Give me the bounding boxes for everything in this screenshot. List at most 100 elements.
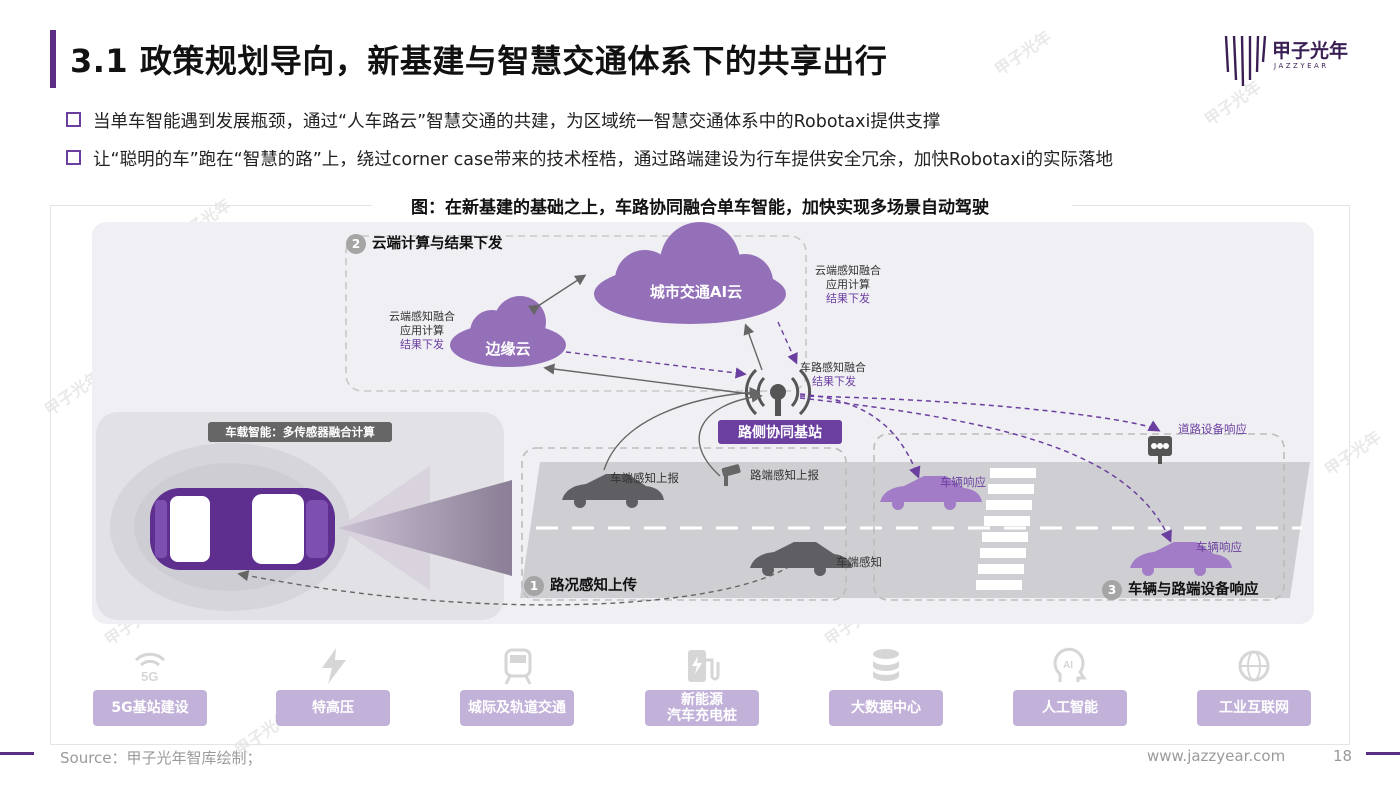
vehicle-response-arrow-2 (799, 397, 1172, 543)
bullet-square-icon (66, 150, 81, 165)
category-data-center: 大数据中心 (829, 690, 943, 726)
logo-text: 甲子光年 (1272, 40, 1349, 62)
city-cloud-note: 云端感知融合 应用计算 结果下发 (810, 264, 886, 306)
category-label: 大数据中心 (851, 700, 921, 716)
category-label: 5G基站建设 (111, 700, 189, 716)
edge-cloud-label: 边缘云 (485, 340, 531, 358)
figure-title: 图：在新基建的基础之上，车路协同融合单车智能，加快实现多场景自动驾驶 (411, 198, 989, 218)
sensor-cone-long (338, 480, 512, 576)
car-gray-1-icon (562, 474, 664, 508)
step-label: 路况感知上传 (550, 578, 637, 594)
vehicle-box-tag: 车载智能：多传感器融合计算 (208, 422, 392, 442)
footer-accent-right (1366, 752, 1400, 755)
note-line: 云端感知融合 (815, 264, 881, 277)
note-line: 结果下发 (826, 292, 870, 305)
note-line: 应用计算 (826, 278, 870, 291)
car-purple-2-icon (1130, 542, 1232, 576)
step-3-heading: 3 车辆与路端设备响应 (1102, 578, 1259, 600)
vehicle-response-label-2: 车辆响应 (1196, 540, 1242, 554)
category-iiot: 工业互联网 (1197, 690, 1311, 726)
note-line: 云端感知融合 (389, 310, 455, 323)
category-ai: 人工智能 (1013, 690, 1127, 726)
bullet-item: 让“聪明的车”跑在“智慧的路”上，绕过corner case带来的技术桎梏，通过… (66, 146, 1113, 171)
note-line: 车路感知融合 (800, 361, 866, 374)
car-report-arrow (603, 386, 761, 471)
edge-cloud-note: 云端感知融合 应用计算 结果下发 (384, 310, 460, 352)
step-1-heading: 1 路况感知上传 (524, 574, 637, 596)
edge-to-base-arrow (565, 351, 747, 379)
category-label: 特高压 (312, 700, 354, 716)
roadside-camera-icon (721, 464, 741, 486)
train-icon (504, 648, 532, 685)
car-sense-label: 车端感知 (836, 555, 882, 569)
vehicle-response-label-1: 车辆响应 (940, 475, 986, 489)
city-cloud-label-wrap: 城市交通AI云 (636, 281, 756, 302)
car-gray-2-icon (750, 542, 852, 576)
step-number: 3 (1102, 580, 1122, 600)
road-report-label: 路端感知上报 (750, 468, 819, 482)
category-5g: 5G基站建设 (93, 690, 207, 726)
bullet-square-icon (66, 112, 81, 127)
return-to-car-arrow (237, 565, 791, 606)
title-accent-bar (50, 30, 56, 88)
website-link[interactable]: www.jazzyear.com (1147, 747, 1286, 765)
category-rail: 城际及轨道交通 (460, 690, 574, 726)
vehicle-box-label: 车载智能：多传感器融合计算 (225, 425, 375, 439)
cloud-link-arrow (527, 274, 587, 316)
logo-subtext: JAZZYEAR (1274, 62, 1329, 70)
category-uhv: 特高压 (276, 690, 390, 726)
category-label: 工业互联网 (1219, 700, 1289, 716)
base-station-tag: 路侧协同基站 (718, 420, 842, 444)
step-label: 车辆与路端设备响应 (1128, 582, 1259, 598)
crosswalk (976, 468, 1036, 590)
source-note: Source：甲子光年智库绘制； (60, 749, 262, 767)
ego-car-icon (150, 488, 335, 570)
lightning-icon (322, 648, 346, 684)
car-purple-1-icon (880, 476, 982, 510)
footer-accent-left (0, 752, 34, 755)
note-line: 结果下发 (400, 338, 444, 351)
category-ev-charging: 新能源 汽车充电桩 (645, 690, 759, 726)
base-to-cloud-arrow (743, 323, 763, 371)
note-line: 结果下发 (812, 375, 856, 388)
brand-logo: 甲子光年 JAZZYEAR (1222, 32, 1382, 92)
zone-3-box (873, 433, 1285, 601)
road-report-arrow (698, 391, 763, 477)
signal-5g-icon: 5G (134, 652, 166, 684)
device-response-label: 道路设备响应 (1178, 422, 1247, 436)
bullet-text: 当单车智能遇到发展瓶颈，通过“人车路云”智慧交通的共建，为区域统一智慧交通体系中… (93, 112, 941, 132)
note-line: 应用计算 (400, 324, 444, 337)
globe-gear-icon (1238, 650, 1270, 682)
zone-1-box (521, 447, 847, 601)
page-number: 18 (1333, 747, 1353, 765)
database-icon (873, 649, 899, 681)
category-label: 城际及轨道交通 (468, 700, 566, 716)
base-station-label: 路侧协同基站 (738, 425, 822, 441)
road-fusion-note: 车路感知融合 结果下发 (800, 361, 866, 389)
traffic-light-icon (1148, 436, 1172, 464)
car-report-label: 车端感知上报 (610, 471, 679, 485)
base-station-icon (744, 368, 812, 416)
svg-text:AI: AI (1063, 660, 1073, 671)
figure-title-bg (372, 190, 1072, 216)
bullet-item: 当单车智能遇到发展瓶颈，通过“人车路云”智慧交通的共建，为区域统一智慧交通体系中… (66, 108, 940, 133)
edge-cloud-label-wrap: 边缘云 (468, 338, 548, 359)
category-label: 人工智能 (1042, 700, 1098, 716)
svg-text:5G: 5G (141, 669, 158, 684)
charging-station-icon (688, 650, 720, 682)
bullet-text: 让“聪明的车”跑在“智慧的路”上，绕过corner case带来的技术桎梏，通过… (93, 150, 1114, 170)
city-cloud-label: 城市交通AI云 (649, 283, 743, 301)
step-number: 2 (346, 234, 366, 254)
page-title: 3.1 政策规划导向，新基建与智慧交通体系下的共享出行 (70, 42, 888, 80)
base-to-edge-arrow (543, 363, 751, 395)
logo-mark-icon (1224, 35, 1267, 87)
step-number: 1 (524, 576, 544, 596)
cloud-to-base-arrow (777, 321, 798, 365)
road-surface (520, 462, 1310, 598)
category-label: 新能源 汽车充电桩 (667, 692, 737, 724)
device-response-arrow (799, 395, 1161, 432)
city-cloud-shape (594, 222, 786, 324)
ai-head-icon: AI (1053, 647, 1087, 682)
